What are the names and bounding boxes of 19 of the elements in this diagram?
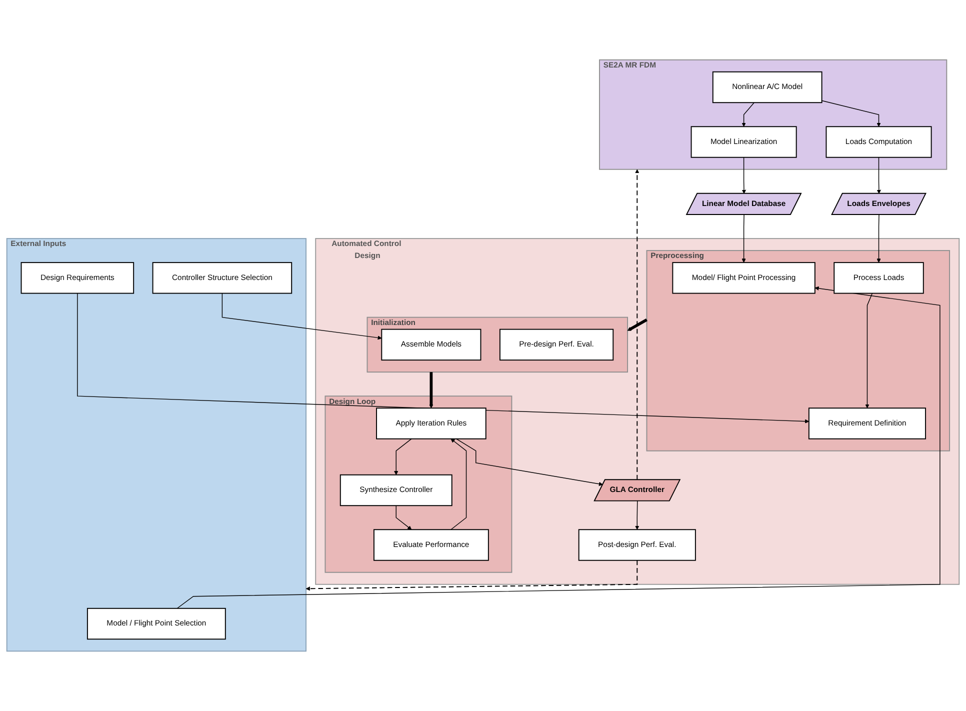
arrow bbox=[306, 560, 638, 591]
arrow bbox=[394, 438, 412, 476]
arrow bbox=[876, 214, 881, 263]
arrow bbox=[222, 292, 382, 340]
arrow bbox=[396, 505, 412, 530]
arrow bbox=[635, 500, 640, 530]
arrow bbox=[450, 438, 467, 530]
arrow bbox=[627, 318, 648, 331]
arrow bbox=[742, 102, 754, 127]
arrow bbox=[429, 372, 434, 408]
arrow bbox=[742, 157, 746, 194]
arrow bbox=[635, 169, 640, 480]
arrow bbox=[742, 214, 746, 263]
arrow bbox=[865, 292, 873, 408]
arrow bbox=[821, 100, 881, 127]
arrow bbox=[176, 286, 940, 609]
arrow bbox=[876, 157, 882, 194]
arrow bbox=[456, 438, 604, 486]
arrow bbox=[77, 292, 810, 424]
